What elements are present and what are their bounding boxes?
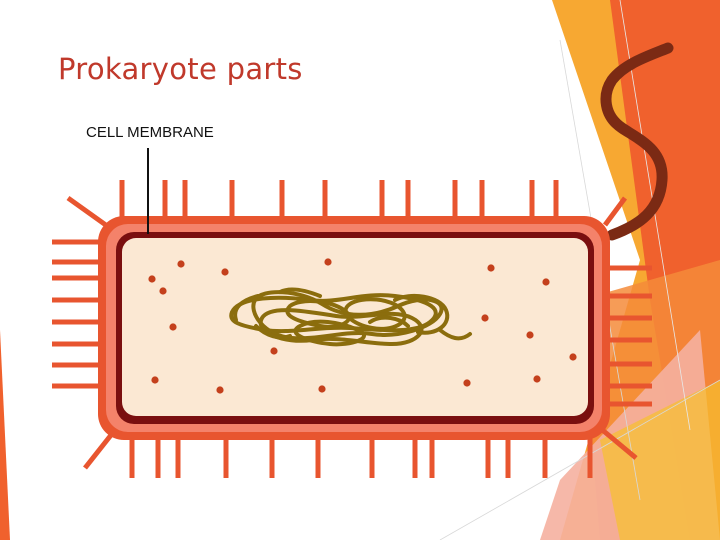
yellow-accent-shape-lower: [600, 380, 720, 540]
cell-membrane-label: CELL MEMBRANE: [86, 124, 214, 141]
left-accent-shape: [0, 330, 10, 540]
ribosomes: [148, 258, 577, 394]
thin-divider-line: [439, 379, 720, 540]
pili: [52, 180, 652, 478]
flagellum: [600, 42, 674, 241]
thin-divider-line: [619, 0, 691, 431]
slide-title: Prokaryote parts: [58, 52, 303, 86]
nucleoid-dna: [229, 287, 472, 347]
